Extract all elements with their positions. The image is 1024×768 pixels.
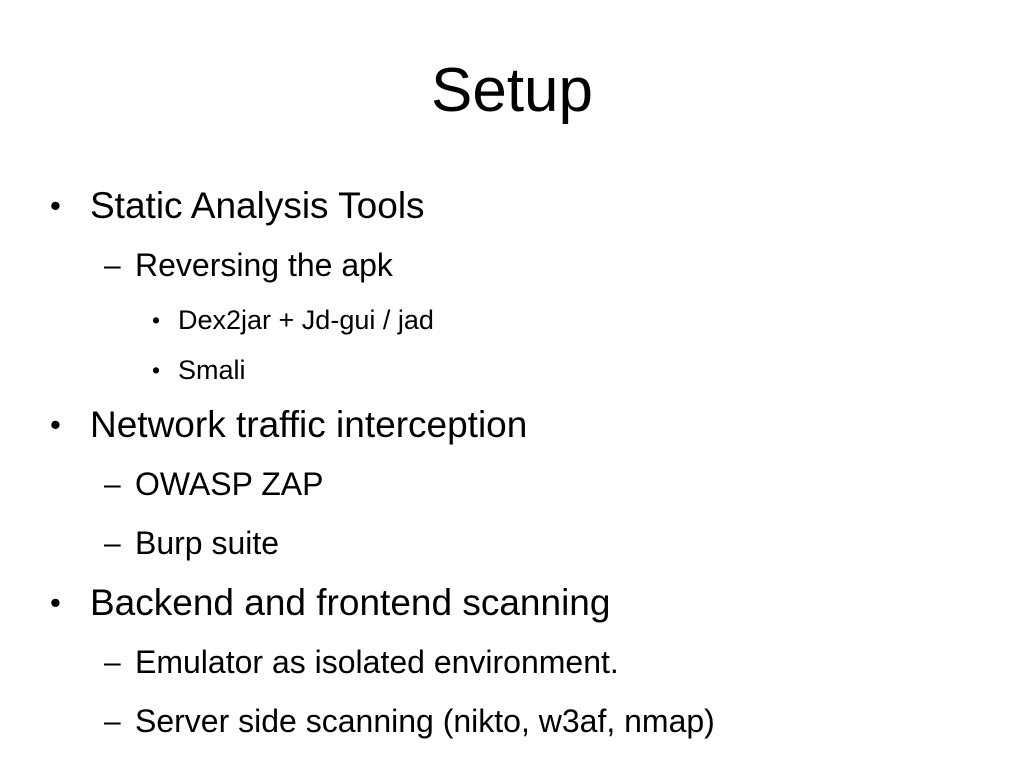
bullet-text: Dex2jar + Jd-gui / jad — [178, 305, 434, 335]
bullet-marker-dot-icon: • — [152, 307, 161, 333]
bullet-marker-dash-icon: – — [104, 468, 121, 501]
bullet-item-level1: • Network traffic interception — [0, 395, 1024, 455]
bullet-marker-dash-icon: – — [104, 527, 121, 560]
slide-body: • Static Analysis Tools – Reversing the … — [0, 176, 1024, 751]
bullet-marker-dash-icon: – — [104, 705, 121, 738]
bullet-text: Reversing the apk — [135, 247, 393, 283]
bullet-marker-dot-icon: • — [152, 357, 161, 383]
bullet-marker-dot-icon: • — [50, 585, 61, 620]
bullet-text: Static Analysis Tools — [90, 185, 425, 226]
bullet-item-level2: – Burp suite — [0, 514, 1024, 573]
bullet-item-level2: – Reversing the apk — [0, 236, 1024, 295]
bullet-text: Server side scanning (nikto, w3af, nmap) — [135, 703, 715, 739]
bullet-item-level2: – Emulator as isolated environment. — [0, 633, 1024, 692]
bullet-item-level2: – Server side scanning (nikto, w3af, nma… — [0, 692, 1024, 751]
bullet-text: Burp suite — [135, 525, 280, 561]
bullet-text: OWASP ZAP — [135, 466, 324, 502]
bullet-marker-dot-icon: • — [50, 407, 61, 442]
bullet-marker-dash-icon: – — [104, 249, 121, 282]
page-title: Setup — [430, 56, 594, 125]
bullet-text: Emulator as isolated environment. — [135, 644, 619, 680]
bullet-item-level3: • Dex2jar + Jd-gui / jad — [0, 295, 1024, 345]
bullet-marker-dot-icon: • — [50, 188, 61, 223]
bullet-text: Network traffic interception — [90, 404, 528, 445]
bullet-text: Backend and frontend scanning — [90, 582, 611, 623]
bullet-item-level3: • Smali — [0, 345, 1024, 395]
bullet-marker-dash-icon: – — [104, 646, 121, 679]
bullet-item-level2: – OWASP ZAP — [0, 455, 1024, 514]
bullet-item-level1: • Backend and frontend scanning — [0, 573, 1024, 633]
bullet-text: Smali — [178, 355, 246, 385]
bullet-item-level1: • Static Analysis Tools — [0, 176, 1024, 236]
